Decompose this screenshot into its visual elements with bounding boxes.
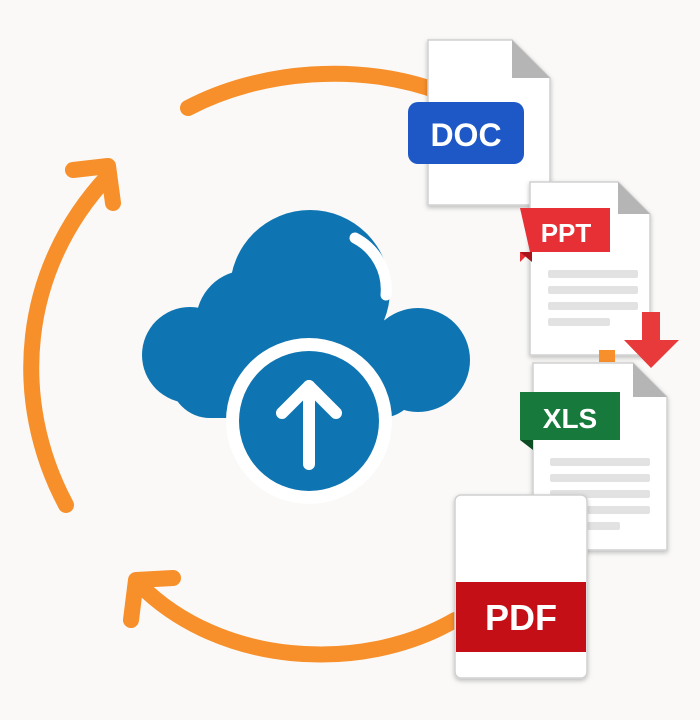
ppt-file-icon: PPT [520, 181, 651, 356]
arrow-bottom [132, 577, 463, 663]
ppt-label: PPT [541, 218, 592, 248]
connector [599, 350, 615, 362]
cloud-upload-icon [142, 210, 470, 504]
doc-label: DOC [430, 117, 501, 153]
arrow-bottom-head [123, 570, 181, 628]
arrow-top [180, 65, 448, 116]
download-arrow-icon [624, 312, 679, 368]
upload-arrow-icon [276, 380, 342, 470]
ppt-text-lines [548, 270, 638, 326]
pdf-label: PDF [485, 597, 557, 638]
arrow-left-head [65, 158, 121, 211]
doc-file-icon: DOC [408, 39, 551, 206]
arrow-left [23, 168, 116, 513]
pdf-file-icon: PDF [454, 494, 588, 679]
cloud-highlight [349, 232, 392, 301]
xls-label: XLS [543, 403, 597, 434]
sync-arrows-icon [23, 65, 463, 663]
